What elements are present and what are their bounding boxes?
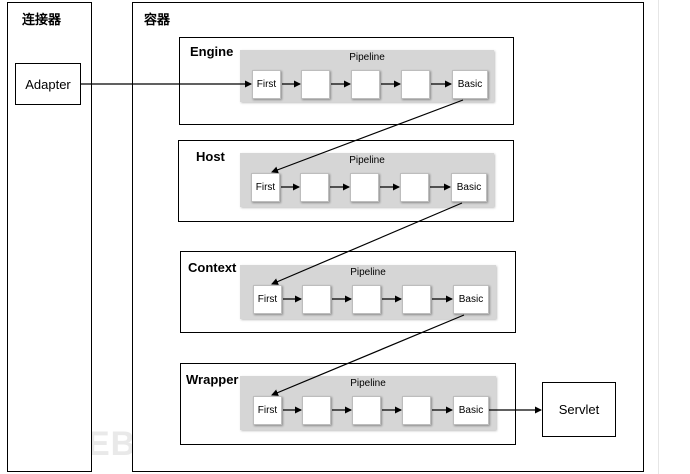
adapter-box: Adapter	[15, 63, 81, 105]
wrapper-valve-4	[402, 396, 431, 425]
servlet-box: Servlet	[542, 382, 616, 437]
engine-basic-valve: Basic	[452, 70, 488, 99]
engine-to-host-arrow	[271, 99, 464, 174]
context-label: Context	[188, 260, 237, 275]
host-valve-4	[400, 173, 429, 202]
context-first-valve: First	[253, 285, 282, 314]
page-edge-line	[658, 0, 659, 474]
context-valve-2	[302, 285, 331, 314]
context-valve-4	[402, 285, 431, 314]
engine-valve-2	[301, 70, 330, 99]
wrapper-valve-2	[302, 396, 331, 425]
pipeline-title: Pipeline	[350, 267, 386, 278]
engine-valve-3	[351, 70, 380, 99]
engine-label: Engine	[190, 44, 234, 59]
wrapper-basic-valve: Basic	[453, 396, 489, 425]
pipeline-title: Pipeline	[349, 52, 385, 63]
context-to-wrapper-arrow	[271, 314, 465, 396]
context-basic-valve: Basic	[453, 285, 489, 314]
pipeline-title: Pipeline	[350, 378, 386, 389]
container-title: 容器	[144, 12, 171, 27]
pipeline-title: Pipeline	[349, 155, 385, 166]
host-label: Host	[196, 149, 225, 164]
host-first-valve: First	[251, 173, 280, 202]
engine-first-valve: First	[252, 70, 281, 99]
engine-valve-4	[401, 70, 430, 99]
host-to-context-arrow	[271, 202, 463, 285]
wrapper-valve-3	[352, 396, 381, 425]
host-valve-2	[300, 173, 329, 202]
connector-title: 连接器	[22, 12, 62, 27]
host-basic-valve: Basic	[451, 173, 487, 202]
host-valve-3	[350, 173, 379, 202]
wrapper-first-valve: First	[253, 396, 282, 425]
wrapper-label: Wrapper	[186, 372, 239, 387]
context-valve-3	[352, 285, 381, 314]
